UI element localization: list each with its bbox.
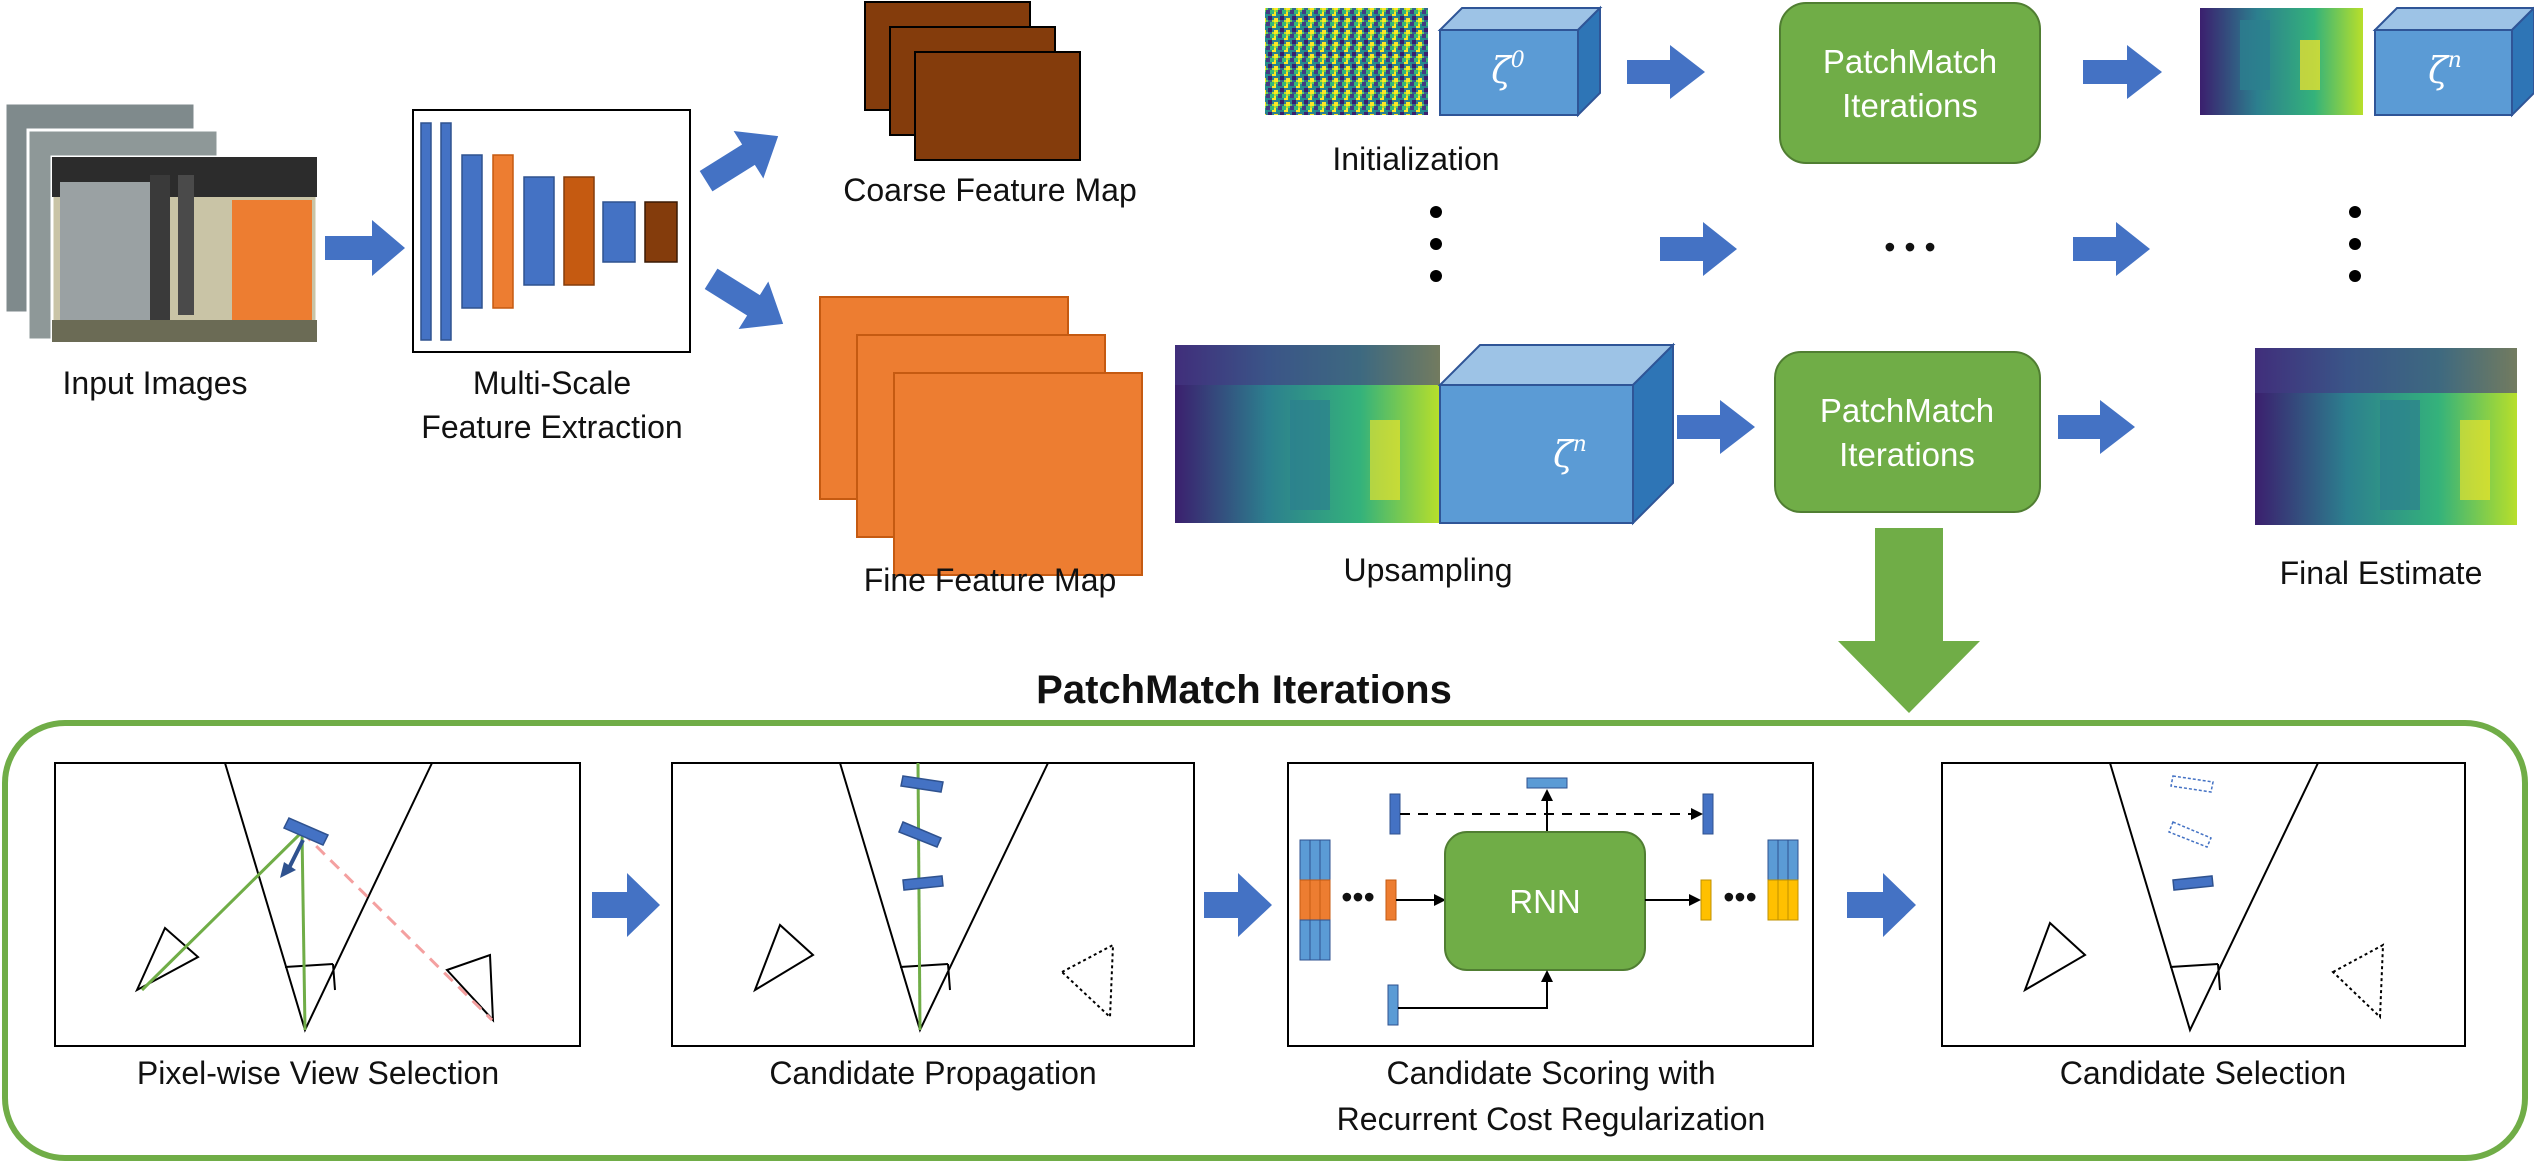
upsampled-depth-map: [1175, 345, 1440, 523]
panel-candidate-scoring: [1287, 762, 1814, 1047]
pm-bottom-line2: Iterations: [1839, 436, 1975, 473]
rnn-label: RNN: [1509, 883, 1581, 920]
coarse-feature-map: [864, 1, 1081, 161]
extraction-label-line1: Multi-Scale: [473, 365, 631, 401]
final-estimate-label: Final Estimate: [2280, 555, 2483, 591]
zeta-zero-symbol: ζ0: [1491, 48, 1525, 92]
upsampling-label: Upsampling: [1344, 552, 1513, 588]
arrow-step2-to-3: [1204, 873, 1272, 937]
arrow-to-final: [2058, 400, 2135, 454]
input-images: [3, 101, 319, 344]
arrow-middle-right: [2073, 222, 2150, 276]
step4-label: Candidate Selection: [2060, 1055, 2346, 1091]
panel-view-selection: [54, 762, 581, 1047]
patchmatch-box-top: [1779, 2, 2041, 164]
zeta-n-symbol-top: ζn: [2428, 48, 2462, 92]
step3-label-line1: Candidate Scoring with: [1386, 1055, 1715, 1091]
pm-top-line2: Iterations: [1842, 87, 1978, 124]
panel-candidate-propagation: [671, 762, 1195, 1047]
input-images-label: Input Images: [63, 365, 248, 401]
extraction-label-line2: Feature Extraction: [421, 409, 682, 445]
vertical-dots-left: [1430, 206, 1442, 282]
detail-title: PatchMatch Iterations: [1036, 668, 1452, 712]
step2-label: Candidate Propagation: [769, 1055, 1096, 1091]
initialization-noise-map: [1265, 8, 1428, 115]
arrow-to-pm-top: [1627, 45, 1705, 99]
arrow-step1-to-2: [592, 873, 660, 937]
zeta-zero-cube: [1437, 5, 1603, 118]
arrow-middle-left: [1660, 222, 1737, 276]
initialization-label: Initialization: [1332, 141, 1499, 177]
arrow-step3-to-4: [1847, 873, 1916, 937]
fine-map-label: Fine Feature Map: [864, 562, 1117, 598]
coarse-depth-output: [2200, 8, 2363, 115]
middle-ellipsis: • • •: [1884, 229, 1935, 265]
arrow-to-pm-bottom: [1677, 400, 1755, 454]
arrow-to-output-top: [2083, 45, 2162, 99]
coarse-map-label: Coarse Feature Map: [843, 172, 1136, 208]
detail-container: [2, 720, 2528, 1161]
final-depth-estimate: [2255, 348, 2517, 525]
fine-feature-map: [819, 296, 1143, 576]
expand-arrow: [1838, 528, 1980, 713]
step3-label-line2: Recurrent Cost Regularization: [1337, 1101, 1766, 1137]
scoring-dots-left: •••: [1341, 879, 1375, 915]
scoring-dots-right: •••: [1723, 879, 1757, 915]
step1-label: Pixel-wise View Selection: [137, 1055, 499, 1091]
arrow-to-coarse: [699, 130, 779, 192]
pm-top-line1: PatchMatch: [1823, 43, 1997, 80]
patchmatch-box-bottom: [1774, 351, 2041, 513]
zeta-n-cube-bottom: [1437, 342, 1676, 526]
arrow-to-extraction: [325, 220, 405, 276]
feature-extractor: [412, 109, 691, 353]
zeta-n-cube-top: [2372, 6, 2534, 118]
arrow-to-fine: [704, 268, 784, 330]
panel-candidate-selection: [1941, 762, 2466, 1047]
pm-bottom-line1: PatchMatch: [1820, 392, 1994, 429]
vertical-dots-right: [2349, 206, 2361, 282]
zeta-n-symbol-bottom: ζn: [1553, 432, 1587, 476]
